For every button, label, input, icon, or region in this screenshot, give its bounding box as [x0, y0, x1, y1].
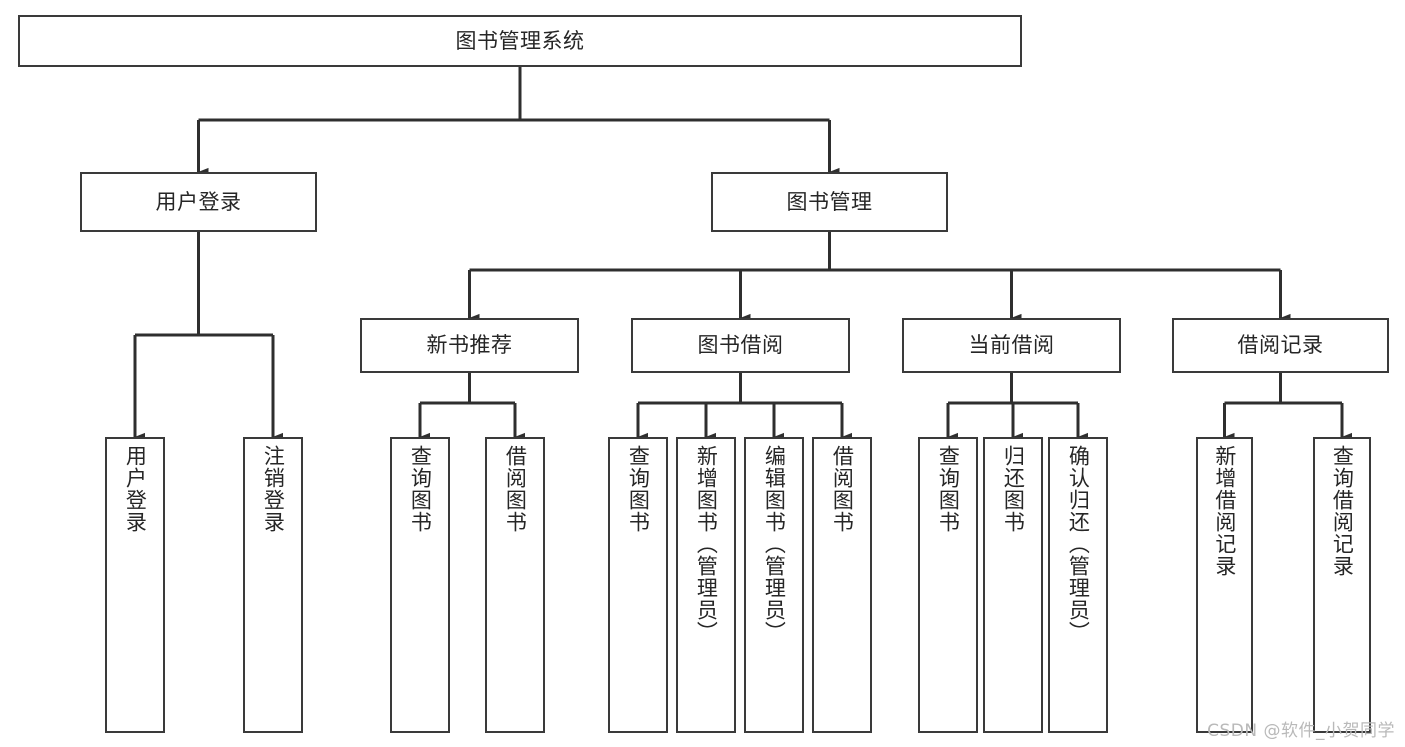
tree-node-leaf-borrow-book-2[interactable]: 借阅图书 — [812, 437, 872, 733]
tree-node-label: 图书管理系统 — [455, 28, 585, 53]
tree-node-label: 借阅图书 — [503, 445, 528, 533]
tree-node-label: 注销登录 — [261, 445, 286, 533]
tree-node-leaf-query-book-2[interactable]: 查询图书 — [608, 437, 668, 733]
tree-node-label: 用户登录 — [123, 445, 148, 533]
tree-node-label: 归还图书 — [1001, 445, 1026, 533]
tree-node-label: 借阅图书 — [830, 445, 855, 533]
tree-node-leaf-user-login[interactable]: 用户登录 — [105, 437, 165, 733]
tree-node-book-manage[interactable]: 图书管理 — [711, 172, 948, 232]
tree-node-label: 借阅记录 — [1237, 333, 1324, 358]
tree-node-leaf-query-book-1[interactable]: 查询图书 — [390, 437, 450, 733]
tree-node-user-login[interactable]: 用户登录 — [80, 172, 317, 232]
tree-node-leaf-logout[interactable]: 注销登录 — [243, 437, 303, 733]
tree-node-label: 新增借阅记录 — [1212, 445, 1237, 577]
tree-node-label: 查询图书 — [408, 445, 433, 533]
tree-node-label: 查询图书 — [936, 445, 961, 533]
tree-node-leaf-edit-book[interactable]: 编辑图书（管理员） — [744, 437, 804, 733]
tree-node-leaf-confirm-return[interactable]: 确认归还（管理员） — [1048, 437, 1108, 733]
tree-node-leaf-borrow-book-1[interactable]: 借阅图书 — [485, 437, 545, 733]
tree-node-leaf-add-book[interactable]: 新增图书（管理员） — [676, 437, 736, 733]
tree-node-label: 查询图书 — [626, 445, 651, 533]
tree-node-book-borrow[interactable]: 图书借阅 — [631, 318, 850, 373]
tree-node-leaf-return-book[interactable]: 归还图书 — [983, 437, 1043, 733]
tree-node-new-book-rec[interactable]: 新书推荐 — [360, 318, 579, 373]
tree-node-label: 当前借阅 — [968, 333, 1055, 358]
tree-node-leaf-query-record[interactable]: 查询借阅记录 — [1313, 437, 1371, 733]
tree-node-label: 查询借阅记录 — [1330, 445, 1355, 577]
tree-node-sys[interactable]: 图书管理系统 — [18, 15, 1022, 67]
tree-node-label: 图书借阅 — [697, 333, 784, 358]
tree-node-borrow-record[interactable]: 借阅记录 — [1172, 318, 1389, 373]
tree-node-label: 确认归还（管理员） — [1066, 445, 1091, 643]
tree-node-current-borrow[interactable]: 当前借阅 — [902, 318, 1121, 373]
tree-node-leaf-query-book-3[interactable]: 查询图书 — [918, 437, 978, 733]
tree-node-label: 图书管理 — [786, 189, 873, 214]
tree-node-label: 新书推荐 — [426, 333, 513, 358]
tree-node-leaf-add-record[interactable]: 新增借阅记录 — [1196, 437, 1253, 733]
tree-node-label: 用户登录 — [155, 189, 242, 214]
tree-edges — [133, 67, 1353, 442]
tree-node-label: 新增图书（管理员） — [694, 445, 719, 643]
tree-node-label: 编辑图书（管理员） — [762, 445, 787, 643]
